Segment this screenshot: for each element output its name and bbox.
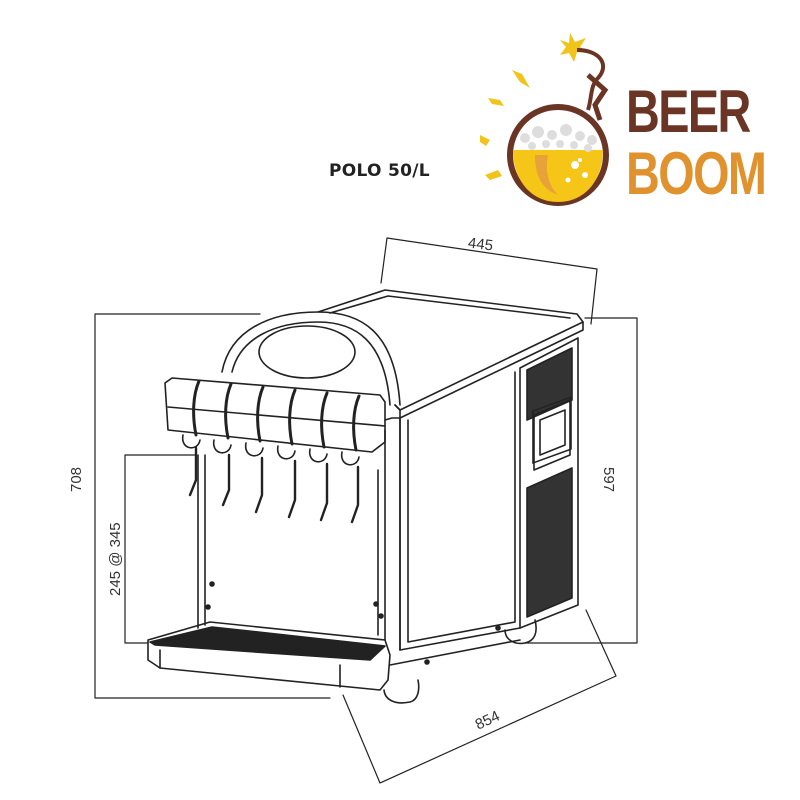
logo-text-beer: BEER	[626, 78, 751, 145]
dimension-label-tap-clearance: 245 @ 345	[107, 522, 124, 596]
dimension-label-body-height: 597	[600, 467, 617, 493]
dimension-line-445	[380, 237, 598, 325]
spark-icon	[560, 33, 588, 62]
dimension-label-total-height: 708	[68, 466, 85, 492]
beer-boom-logo: BEER BOOM	[480, 20, 780, 220]
taps	[181, 434, 360, 524]
model-title: POLO 50/L	[329, 161, 430, 181]
dimension-label-depth: 445	[467, 234, 494, 255]
dimension-line-854	[342, 609, 617, 784]
dimension-line-708	[94, 313, 331, 699]
dimension-line-597	[524, 317, 638, 644]
dimension-line-245-345	[124, 454, 196, 644]
logo-text-boom: BOOM	[626, 140, 767, 207]
beer-mug-bomb-icon	[480, 33, 609, 206]
